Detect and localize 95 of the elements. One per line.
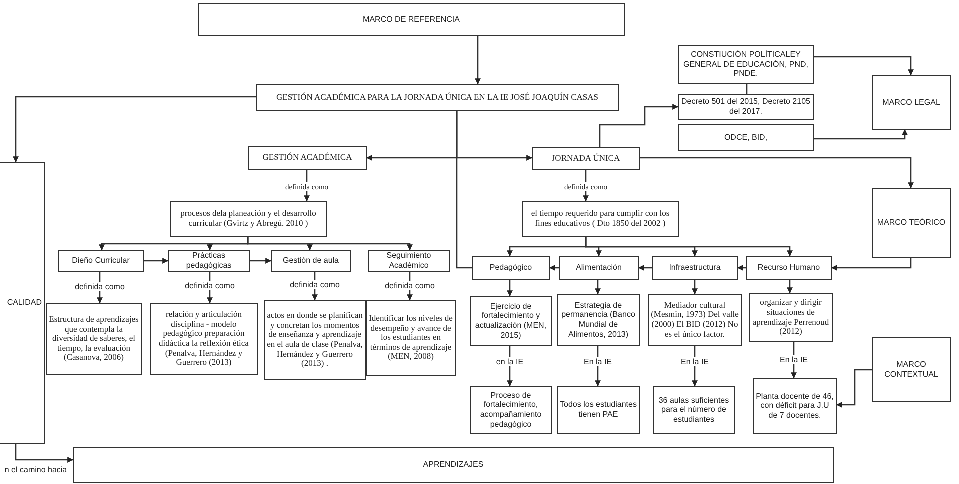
- concept-box: [150, 303, 258, 375]
- concept-box: [872, 188, 951, 258]
- arrow: [640, 157, 914, 189]
- concept-box: [170, 201, 327, 237]
- arrow: [692, 280, 698, 295]
- arrow: [13, 96, 256, 163]
- box-text: Alimentación: [576, 263, 622, 273]
- arrow: [250, 258, 272, 264]
- arrow: [787, 280, 793, 294]
- edge-label: definida como: [184, 282, 236, 290]
- box-text: JORNADA ÚNICA: [552, 154, 620, 164]
- edge-label: n el camino hacia: [4, 466, 68, 474]
- concept-box: [470, 296, 552, 346]
- arrow: [475, 36, 481, 85]
- edge-label: En la IE: [779, 356, 809, 364]
- box-text: el tiempo requerido para cumplir con los fines educativos ( Dto 1850 del 2002 ): [530, 209, 671, 229]
- edge-label: definida como: [384, 282, 436, 290]
- box-text: Ejercicio de fortalecimiento y actualización (MEN, 2015): [474, 302, 548, 340]
- box-text: Recurso Humano: [758, 263, 820, 273]
- arrow: [507, 280, 513, 297]
- box-text: 36 aulas suficientes para el número de estudiantes: [658, 396, 730, 424]
- concept-box: [168, 250, 250, 272]
- concept-box: [198, 3, 625, 36]
- box-text: Infraestructura: [669, 263, 721, 273]
- concept-box: [678, 124, 814, 151]
- arrow: [814, 56, 914, 76]
- concept-box: [248, 146, 367, 170]
- box-text: Prácticas pedagógicas: [185, 251, 233, 271]
- box-text: Mediador cultural (Mesmin, 1973) Del valle (2000) El BID (2012) No es el único factor.: [651, 300, 739, 340]
- box-text: GESTIÓN ACADÉMICA PARA LA JORNADA ÚNICA EN LA IE JOSÉ JOAQUÍN CASAS: [276, 92, 598, 102]
- arrow: [737, 265, 746, 271]
- arrow: [831, 258, 912, 271]
- arrow: [585, 237, 793, 257]
- box-text: Dieño Curricular: [72, 256, 130, 266]
- concept-box: [557, 294, 640, 346]
- edge-label: en la IE: [495, 358, 525, 366]
- arrow: [595, 280, 601, 295]
- concept-box: [46, 303, 142, 375]
- concept-box: [648, 294, 742, 346]
- box-text: Gestión de aula: [282, 256, 340, 266]
- box-text: Proceso de fortalecimiento, acompañamiento pedagógico: [479, 390, 543, 430]
- arrow: [836, 369, 872, 408]
- concept-box: [872, 75, 951, 130]
- box-text: CALIDAD: [7, 298, 42, 308]
- box-text: Estrategia de permanencia (Banco Mundial de Alimentos, 2013): [560, 300, 636, 340]
- box-text: ODCE, BID,: [724, 132, 768, 142]
- concept-box: [73, 447, 834, 483]
- box-text: Identificar los niveles de desempeño y avance de los estudiantes en términos de aprendizaje (MEN, 2008): [369, 314, 453, 362]
- edge-label: definida como: [74, 282, 126, 292]
- box-text: MARCO LEGAL: [882, 98, 940, 108]
- concept-box: [0, 162, 45, 444]
- box-text: MARCO CONTEXTUAL: [884, 360, 940, 380]
- concept-box: [472, 256, 550, 280]
- box-text: MARCO TEÓRICO: [877, 218, 946, 228]
- box-text: relación y articulación disciplina - modelo pedagógico preparación didáctica la reflexión ética (Penalva, Hernández y Guerrero (2013): [158, 310, 250, 368]
- concept-box: [256, 84, 619, 111]
- arrow: [144, 258, 169, 264]
- box-text: Todos los estudiantes tienen PAE: [560, 400, 637, 420]
- arrow: [814, 129, 908, 140]
- edge-label: definida como: [289, 280, 341, 290]
- concept-box: [522, 201, 679, 237]
- concept-box: [652, 256, 738, 280]
- arrow: [15, 444, 74, 463]
- concept-box: [58, 250, 144, 272]
- concept-box: [746, 256, 832, 280]
- box-text: MARCO DE REFERENCIA: [363, 14, 460, 24]
- box-text: procesos dela planeación y el desarrollo curricular (Gvirtz y Abregú. 2010 ): [180, 209, 318, 229]
- box-text: Pedagógico: [490, 263, 532, 273]
- box-text: GESTIÓN ACADÉMICA: [262, 153, 352, 163]
- box-text: Planta docente de 46, con déficit para J.U de 7 docentes.: [756, 392, 834, 420]
- concept-box: [368, 250, 450, 272]
- concept-box: [753, 378, 837, 434]
- concept-box: [559, 256, 639, 280]
- arrow: [247, 237, 413, 251]
- edge-label: En la IE: [680, 358, 710, 366]
- arrow: [638, 265, 652, 271]
- concept-box: [872, 337, 951, 402]
- concept-box: [653, 386, 735, 434]
- box-text: APRENDIZAJES: [423, 460, 484, 470]
- arrow: [599, 104, 679, 147]
- box-text: Seguimiento Académico: [386, 251, 432, 271]
- concept-box: [532, 147, 640, 170]
- concept-box: [264, 300, 366, 380]
- edge-label: En la IE: [583, 358, 613, 366]
- concept-box: [678, 45, 814, 84]
- arrow: [549, 265, 559, 271]
- concept-box: [271, 250, 351, 272]
- box-text: Decreto 501 del 2015, Decreto 2105 del 2017.: [681, 97, 811, 117]
- box-text: CONSTIUCIÓN POLÍTICALEY GENERAL DE EDUCACIÓN, PND, PNDE.: [682, 50, 810, 79]
- box-text: actos en donde se planifican y concretan los momentos de enseñanza y aprendizaje en el aula de clase (Penalva, Hernández y Guerrero (2013) .: [267, 311, 363, 369]
- concept-box: [470, 386, 552, 434]
- box-text: organizar y dirigir situaciones de aprendizaje Perrenoud (2012): [752, 298, 830, 337]
- concept-box: [366, 300, 456, 376]
- box-text: Estructura de aprendizajes que contempla la diversidad de saberes, el tiempo, la evaluación (Casanova, 2006): [49, 315, 139, 363]
- concept-box: [557, 386, 640, 434]
